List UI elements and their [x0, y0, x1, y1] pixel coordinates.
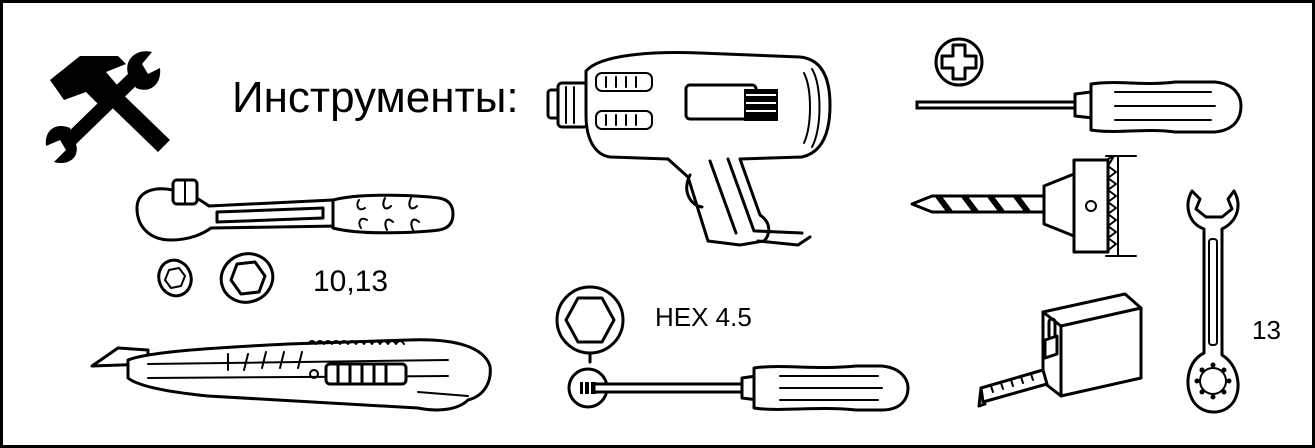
wrench-size-label: 13 [1252, 315, 1281, 345]
tools-title: Инструменты: [232, 73, 519, 122]
ratchet-icon [135, 178, 455, 242]
heat-gun-icon [546, 51, 832, 247]
drill-bit-chuck-icon [910, 155, 1137, 257]
hex-screwdriver-icon [567, 364, 910, 412]
combination-wrench-icon [1186, 189, 1240, 414]
hex-head-icon [555, 285, 625, 364]
hex-size-label: HEX 4.5 [655, 302, 752, 332]
socket-icon [157, 252, 275, 304]
socket-sizes-label: 10,13 [313, 265, 389, 298]
screwdriver-icon [915, 80, 1243, 134]
tools-icon [45, 51, 170, 164]
tape-measure-icon [977, 292, 1143, 408]
utility-knife-icon [90, 338, 492, 412]
phillips-head-icon [934, 37, 984, 87]
